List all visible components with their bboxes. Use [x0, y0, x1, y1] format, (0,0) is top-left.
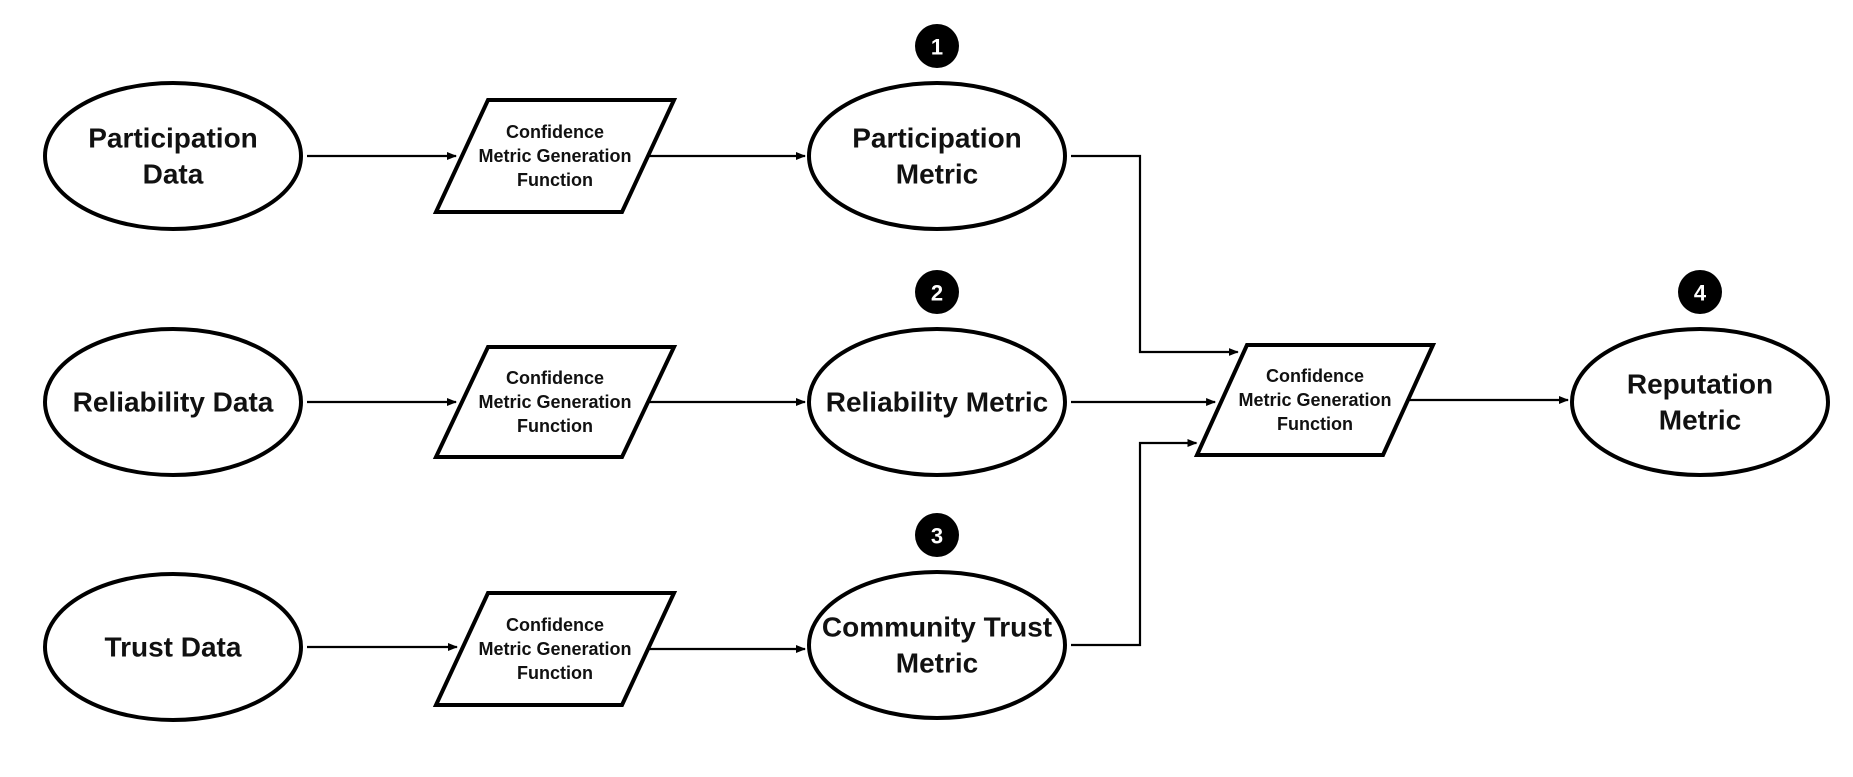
node-label-line: Confidence [506, 122, 604, 142]
node-label-line: Metric [896, 159, 978, 190]
node-reliability-data: Reliability Data [43, 327, 303, 477]
edge-arrow-community-trust-metric-to-cmgf-merge [1071, 439, 1198, 647]
ellipse-shape [807, 327, 1067, 477]
node-label-line: Function [517, 663, 593, 683]
node-label-line: Metric Generation [478, 392, 631, 412]
step-badge: 4 [1678, 270, 1722, 314]
node-label-line: Reliability Metric [826, 387, 1049, 418]
parallelogram-shape [432, 98, 678, 214]
node-label-line: Reputation [1627, 369, 1773, 400]
badge-number: 1 [931, 35, 943, 60]
ellipse-shape [807, 570, 1067, 720]
node-label-line: Confidence [506, 615, 604, 635]
badge-circle [1678, 270, 1722, 314]
node-label-line: Reliability Data [73, 387, 274, 418]
step-badge: 2 [915, 270, 959, 314]
node-reliability-metric: Reliability Metric 2 [807, 270, 1067, 477]
node-label-line: Metric [1659, 405, 1741, 436]
ellipse-shape [43, 81, 303, 231]
node-label-line: Metric Generation [1238, 390, 1391, 410]
ellipse-shape [1570, 327, 1830, 477]
node-label-line: Metric [896, 648, 978, 679]
badge-circle [915, 513, 959, 557]
node-trust-data: Trust Data [43, 572, 303, 722]
parallelogram-shape [432, 591, 678, 707]
parallelogram-shape [1193, 343, 1437, 457]
step-badge: 3 [915, 513, 959, 557]
ellipse-shape [43, 327, 303, 477]
node-label-line: Metric Generation [478, 146, 631, 166]
badge-number: 2 [931, 281, 943, 306]
node-label-line: Metric Generation [478, 639, 631, 659]
node-label-line: Participation [852, 123, 1022, 154]
badge-circle [915, 24, 959, 68]
node-label-line: Function [517, 170, 593, 190]
node-label-line: Community Trust [822, 612, 1052, 643]
node-label-line: Data [143, 159, 204, 190]
parallelogram-shape [432, 345, 678, 459]
node-label-line: Function [517, 416, 593, 436]
node-label-line: Trust Data [105, 632, 242, 663]
step-badge: 1 [915, 24, 959, 68]
badge-number: 3 [931, 524, 943, 549]
node-label-line: Confidence [506, 368, 604, 388]
ellipse-shape [43, 572, 303, 722]
node-label-line: Participation [88, 123, 258, 154]
badge-number: 4 [1694, 281, 1707, 306]
edge-arrow-participation-metric-to-cmgf-merge [1071, 154, 1239, 356]
badge-circle [915, 270, 959, 314]
node-label-line: Function [1277, 414, 1353, 434]
node-label-line: Confidence [1266, 366, 1364, 386]
edges-layer [307, 152, 1569, 653]
ellipse-shape [807, 81, 1067, 231]
